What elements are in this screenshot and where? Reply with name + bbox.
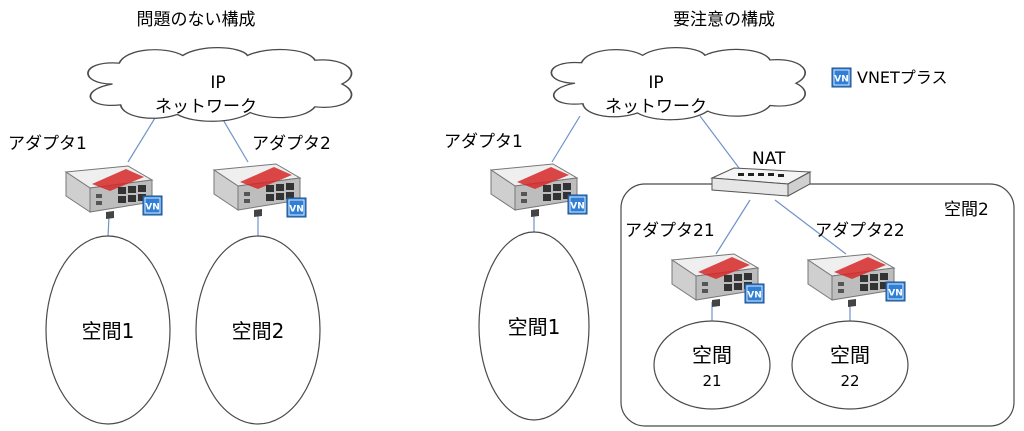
right-space1-label: 空間1 — [508, 315, 561, 339]
left-adapter1-label: アダプタ1 — [8, 134, 87, 154]
legend: VN VNETプラス — [831, 67, 947, 88]
left-cloud-line1: IP — [210, 73, 225, 93]
adapter22-label: アダプタ22 — [815, 221, 905, 241]
vnet-badge-left-2: VN — [286, 197, 307, 218]
adapter21-label: アダプタ21 — [625, 221, 715, 241]
vnet-badge-text: VN — [145, 203, 160, 213]
nat-router-icon — [710, 167, 812, 197]
vnet-badge-left-1: VN — [142, 195, 163, 216]
link-adapter1-space1-left — [107, 215, 110, 238]
vnet-badge-text: VN — [888, 289, 903, 299]
space22: 空間 22 — [791, 320, 909, 410]
link-nat-adapter21 — [715, 199, 751, 255]
vnet-badge-text: VN — [289, 205, 304, 215]
right-cloud: IP ネットワーク — [550, 46, 807, 121]
space21-line2: 21 — [702, 372, 721, 390]
left-space2-label: 空間2 — [232, 319, 285, 343]
left-adapter2-label: アダプタ2 — [252, 134, 331, 154]
space22-line2: 22 — [840, 372, 859, 390]
right-title: 要注意の構成 — [673, 10, 775, 30]
space21: 空間 21 — [653, 320, 771, 410]
vnet-badge-legend: VN — [831, 67, 852, 88]
space21-line1: 空間 — [692, 343, 732, 367]
left-cloud-line2: ネットワーク — [155, 97, 257, 117]
left-cloud: IP ネットワーク — [87, 46, 353, 123]
left-adapter1-device — [65, 165, 153, 220]
right-adapter1-label: アダプタ1 — [444, 132, 523, 152]
left-title: 問題のない構成 — [137, 10, 256, 30]
link-cloud-adapter1-left — [127, 117, 156, 163]
legend-label: VNETプラス — [857, 68, 947, 87]
link-cloud-nat — [699, 115, 746, 177]
link-cloud-adapter1-right — [551, 115, 581, 163]
vnet-badge-text: VN — [747, 291, 762, 301]
right-adapter1-device — [490, 163, 578, 218]
right-space2-box-label: 空間2 — [944, 200, 989, 220]
link-nat-adapter22 — [774, 199, 847, 255]
left-space2: 空間2 — [195, 235, 321, 425]
vnet-badge-adapter22: VN — [885, 281, 906, 302]
nat-label: NAT — [752, 149, 786, 169]
space22-line1: 空間 — [830, 343, 870, 367]
vnet-badge-right-1: VN — [567, 194, 588, 215]
right-cloud-line1: IP — [648, 73, 663, 93]
left-space1-label: 空間1 — [82, 319, 135, 343]
link-cloud-adapter2-left — [221, 117, 249, 163]
vnet-badge-text: VN — [834, 75, 849, 85]
right-cloud-line2: ネットワーク — [605, 97, 707, 117]
right-space1: 空間1 — [478, 231, 590, 421]
left-space1: 空間1 — [45, 235, 171, 425]
vnet-badge-adapter21: VN — [744, 283, 765, 304]
vnet-badge-text: VN — [570, 202, 585, 212]
